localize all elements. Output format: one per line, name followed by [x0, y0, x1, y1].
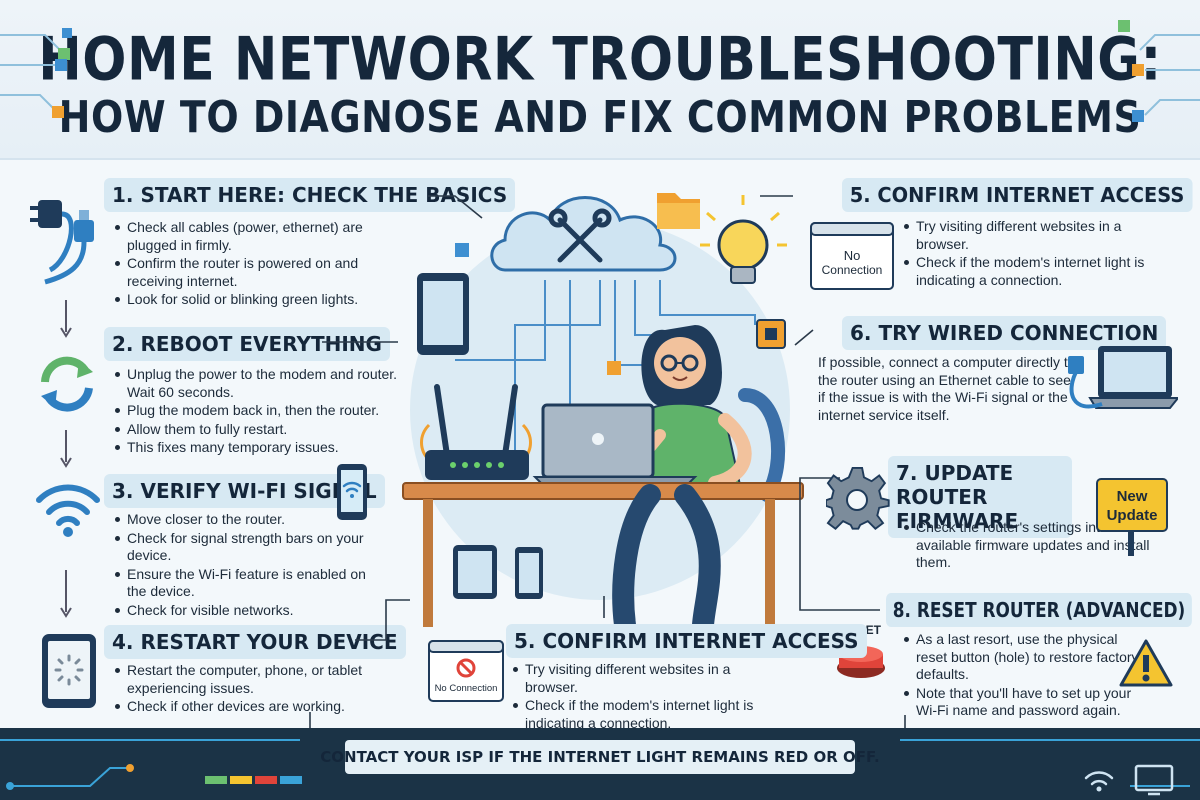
step-7-heading-line-1: 7. UPDATE ROUTER: [896, 461, 1014, 509]
phone-small-icon: [515, 547, 543, 599]
laptop-ethernet-icon: [1068, 346, 1178, 409]
browser-window-icon: No Connection: [810, 222, 894, 290]
flow-arrow-3: [60, 570, 72, 618]
list-item: As a last resort, use the physical reset…: [903, 631, 1151, 684]
circuit-decoration-right: [1118, 20, 1200, 122]
list-item: Confirm the router is powered on and rec…: [114, 255, 394, 290]
chip-icon: [756, 319, 786, 349]
list-item: Check if the modem's internet light is i…: [903, 254, 1161, 289]
list-item: Note that you'll have to set up your Wi-…: [903, 685, 1151, 720]
step-2-heading: 2. REBOOT EVERYTHING: [104, 327, 390, 361]
list-item: Look for solid or blinking green lights.: [114, 291, 394, 309]
laptop-icon: [532, 403, 698, 486]
step-6-heading: 6. TRY WIRED CONNECTION: [842, 316, 1167, 350]
list-item: Allow them to fully restart.: [114, 421, 399, 439]
footer-decoration: [0, 739, 1200, 796]
list-item: Plug the modem back in, then the router.: [114, 402, 399, 420]
list-item: Ensure the Wi-Fi feature is enabled on t…: [114, 566, 382, 601]
tablet-small-icon: [453, 545, 497, 599]
step-4-bullets: Restart the computer, phone, or tablet e…: [114, 662, 386, 717]
wrench-icon: [548, 208, 612, 263]
new-update-sign: New Update: [1096, 478, 1168, 556]
footer-isp-message: CONTACT YOUR ISP IF THE INTERNET LIGHT R…: [320, 740, 880, 774]
browser-window-icon: No Connection: [428, 640, 504, 702]
puzzle-piece-icon: [607, 361, 621, 375]
flow-arrow-2: [60, 430, 72, 468]
list-item: Try visiting different websites in a bro…: [903, 218, 1161, 253]
list-item: Check for visible networks.: [114, 602, 382, 620]
refresh-icon: [41, 356, 93, 412]
warning-icon: [1119, 639, 1173, 687]
step-1-bullets: Check all cables (power, ethernet) are p…: [114, 219, 394, 310]
step-7-heading-line-2: FIRMWARE: [896, 509, 1019, 533]
page-title: HOME NETWORK TROUBLESHOOTING:: [38, 25, 1162, 95]
step-7-heading: 7. UPDATE ROUTER FIRMWARE: [888, 456, 1072, 538]
list-item: Check if other devices are working.: [114, 698, 386, 716]
no-connection-label: No Connection: [435, 683, 498, 694]
lightbulb-icon: [700, 195, 787, 284]
step-3-bullets: Move closer to the router. Check for sig…: [114, 511, 382, 620]
gear-icon: [826, 466, 890, 530]
step-8-heading: 8. RESET ROUTER (ADVANCED): [886, 593, 1193, 627]
step-5-bullets-top: Try visiting different websites in a bro…: [903, 218, 1161, 290]
step-5-heading-top: 5. CONFIRM INTERNET ACCESS: [842, 178, 1193, 212]
new-update-label: Update: [1107, 507, 1158, 524]
circuit-decoration-left: [0, 28, 72, 118]
step-5-bullets-bottom: Try visiting different websites in a bro…: [512, 661, 782, 733]
list-item: Check if the modem's internet light is i…: [512, 697, 782, 732]
list-item: Restart the computer, phone, or tablet e…: [114, 662, 386, 697]
no-connection-label: Connection: [822, 263, 883, 277]
step-5-heading-bottom: 5. CONFIRM INTERNET ACCESS: [506, 624, 867, 658]
step-8-bullets: As a last resort, use the physical reset…: [903, 631, 1151, 721]
list-item: Move closer to the router.: [114, 511, 382, 529]
folder-icon: [657, 193, 700, 229]
step-6-text: If possible, connect a computer directly…: [818, 354, 1076, 423]
list-item: Check all cables (power, ethernet) are p…: [114, 219, 394, 254]
list-item: This fixes many temporary issues.: [114, 439, 399, 457]
step-4-heading: 4. RESTART YOUR DEVICE: [104, 625, 406, 659]
puzzle-piece-icon: [455, 243, 469, 257]
central-illustration: [402, 193, 804, 630]
wifi-icon: [36, 484, 100, 537]
list-item: Check for signal strength bars on your d…: [114, 530, 382, 565]
plug-icon: [30, 200, 94, 285]
no-connection-label: No: [844, 248, 861, 263]
desk-icon: [402, 482, 804, 627]
tablet-icon: [417, 273, 469, 355]
new-update-label: New: [1117, 488, 1148, 505]
tablet-loading-icon: [42, 634, 96, 708]
page-subtitle: HOW TO DIAGNOSE AND FIX COMMON PROBLEMS: [58, 91, 1142, 143]
router-icon: [420, 384, 532, 480]
list-item: Unplug the power to the modem and router…: [114, 366, 399, 401]
title-band: [0, 0, 1200, 160]
list-item: Try visiting different websites in a bro…: [512, 661, 782, 696]
flow-arrow-1: [60, 300, 72, 338]
step-1-heading: 1. START HERE: CHECK THE BASICS: [104, 178, 516, 212]
phone-wifi-icon: [337, 464, 367, 520]
step-2-bullets: Unplug the power to the modem and router…: [114, 366, 399, 458]
